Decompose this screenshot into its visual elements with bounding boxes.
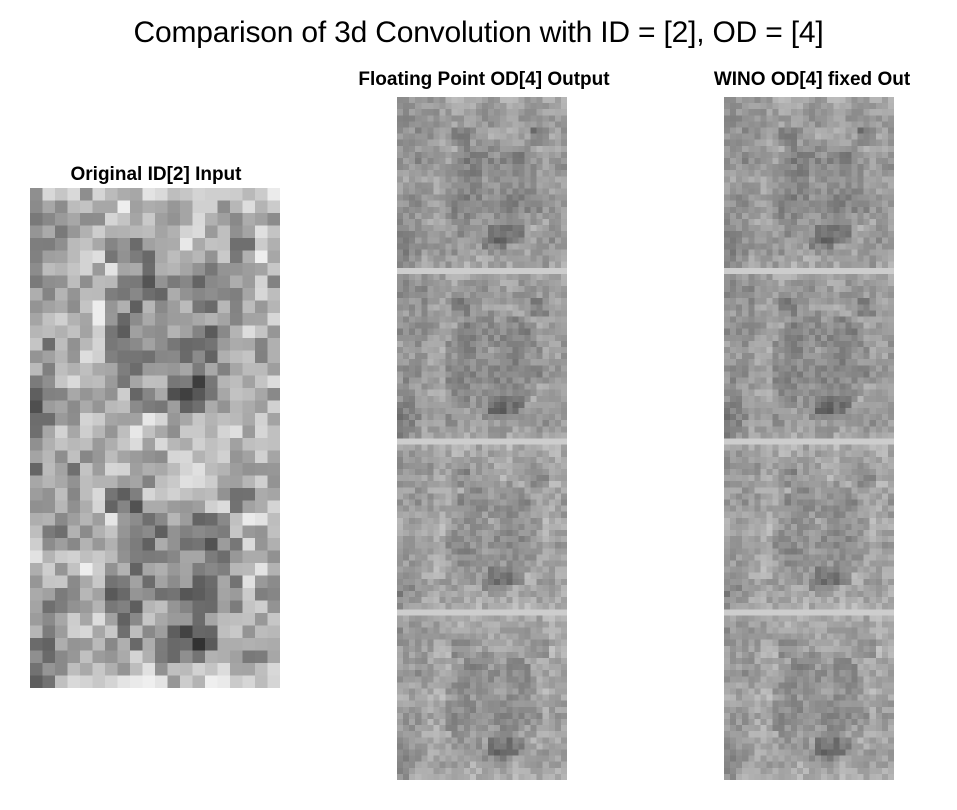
panel-title-floating-point-output: Floating Point OD[4] Output (358, 69, 610, 90)
figure-title: Comparison of 3d Convolution with ID = [… (133, 16, 824, 49)
original-input-image (30, 188, 280, 688)
floating-point-output-image (397, 97, 567, 780)
panel-title-wino-fixed-output: WINO OD[4] fixed Out (713, 69, 911, 90)
wino-fixed-output-image (724, 97, 894, 780)
panel-title-original-input: Original ID[2] Input (70, 164, 242, 185)
